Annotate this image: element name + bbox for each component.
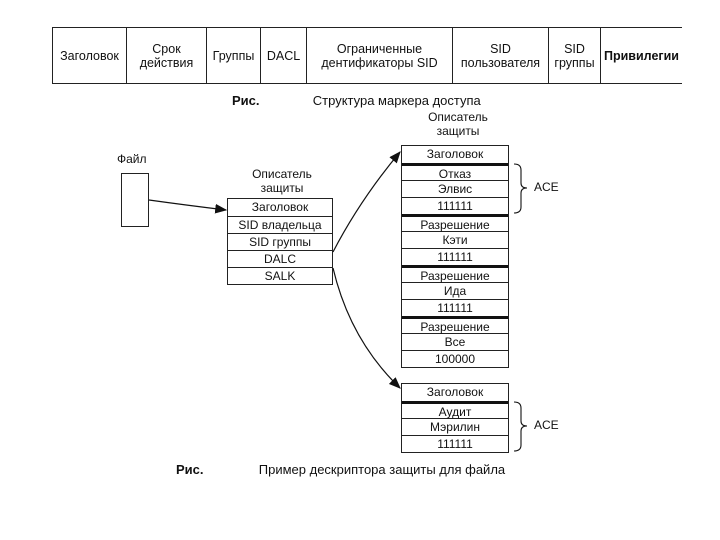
dacl-row: Все <box>402 333 508 350</box>
sacl-row: Заголовок <box>426 385 484 399</box>
token-caption-text: Структура маркера доступа <box>312 93 481 108</box>
figure-caption: Рис. Пример дескриптора защиты для файла <box>176 462 505 477</box>
descriptor-title: Описатель защиты <box>252 167 312 195</box>
token-field-dacl: DACL <box>260 28 306 83</box>
dacl-row: Разрешение <box>402 214 508 232</box>
descriptor-row: Заголовок <box>251 200 309 214</box>
dacl-row: Заголовок <box>426 147 484 161</box>
token-field-restricted-sids: Ограниченные дентификаторы SID <box>306 28 452 83</box>
arrow-descriptor-to-dacl <box>332 151 401 253</box>
sacl-ace-label: ACE <box>534 418 559 432</box>
sacl-row: Мэрилин <box>402 418 508 435</box>
token-field-group-sid: SID группы <box>548 28 600 83</box>
access-token-structure: Заголовок Срок действия Группы DACL Огра… <box>52 27 682 84</box>
dacl-row: Ида <box>402 282 508 299</box>
sacl-ace-brace <box>513 401 528 452</box>
sacl-row: Аудит <box>402 401 508 419</box>
descriptor-row: SID группы <box>228 233 332 250</box>
token-field-user-sid: SID пользователя <box>452 28 548 83</box>
dacl-row: Кэти <box>402 231 508 248</box>
figure-caption-prefix: Рис. <box>176 462 204 477</box>
token-caption: Рис. Структура маркера доступа <box>232 93 481 108</box>
dacl-list: Заголовок Отказ Элвис 111111 Разрешение … <box>401 145 509 368</box>
dacl-row: Отказ <box>402 163 508 181</box>
dacl-row: 111111 <box>402 197 508 214</box>
descriptor-row: SID владельца <box>228 216 332 233</box>
token-field-header: Заголовок <box>52 28 126 83</box>
security-descriptor: Заголовок SID владельца SID группы DALC … <box>227 198 333 285</box>
dacl-ace-brace <box>513 163 528 214</box>
dacl-title: Описатель защиты <box>428 110 488 138</box>
dacl-row: Элвис <box>402 180 508 197</box>
dacl-ace-label: ACE <box>534 180 559 194</box>
dacl-row: 100000 <box>402 350 508 367</box>
file-label: Файл <box>117 152 147 166</box>
dacl-row: Разрешение <box>402 316 508 334</box>
dacl-row: 111111 <box>402 248 508 265</box>
token-caption-prefix: Рис. <box>232 93 260 108</box>
file-box <box>121 173 149 227</box>
sacl-list: Заголовок Аудит Мэрилин 111111 <box>401 383 509 453</box>
arrow-file-to-descriptor <box>148 199 228 214</box>
sacl-row: 111111 <box>402 435 508 452</box>
descriptor-row: SALK <box>228 267 332 284</box>
token-field-groups: Группы <box>206 28 260 83</box>
token-field-privileges: Привилегии <box>600 28 682 83</box>
dacl-row: Разрешение <box>402 265 508 283</box>
dacl-row: 111111 <box>402 299 508 316</box>
figure-caption-text: Пример дескриптора защиты для файла <box>258 462 506 477</box>
descriptor-row: DALC <box>228 250 332 267</box>
token-field-expiration: Срок действия <box>126 28 206 83</box>
arrow-descriptor-to-sacl <box>332 267 401 389</box>
